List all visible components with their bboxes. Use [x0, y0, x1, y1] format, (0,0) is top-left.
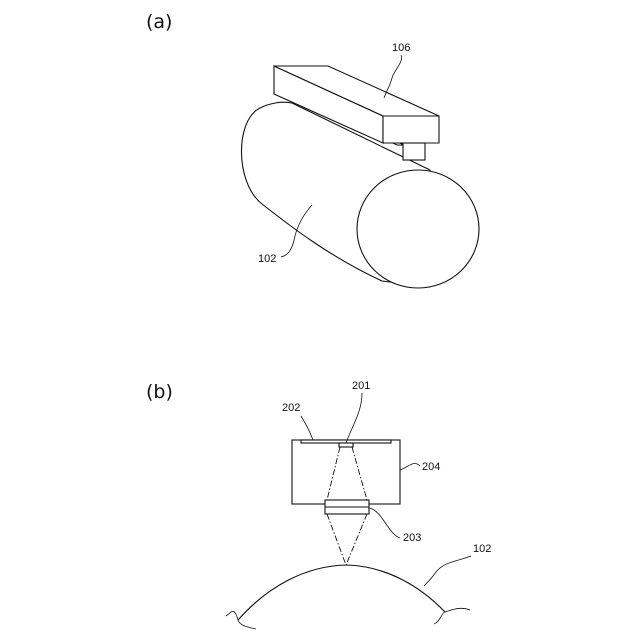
leader-106	[384, 55, 402, 98]
panel-b: (b) 201 202 204 203 102	[146, 380, 491, 629]
head-bar-end	[383, 116, 439, 143]
image-sensor	[339, 443, 353, 447]
roller-surface-arc	[238, 565, 445, 620]
leader-202	[301, 416, 313, 440]
leader-102-b	[424, 556, 471, 586]
panel-b-label: (b)	[146, 381, 173, 403]
head-connector	[403, 143, 425, 160]
leader-204	[400, 463, 420, 470]
ref-201: 201	[352, 380, 370, 392]
roller-end-face	[357, 170, 479, 288]
ref-102-a: 102	[258, 253, 276, 265]
ref-102-b: 102	[473, 543, 491, 555]
leader-201	[346, 393, 362, 443]
ref-204: 204	[422, 461, 440, 473]
roller-arc-left-break	[226, 611, 256, 629]
sensor-housing	[292, 440, 400, 504]
ref-202: 202	[282, 402, 300, 414]
leader-203	[369, 508, 400, 538]
ref-203: 203	[403, 532, 421, 544]
ref-106: 106	[392, 42, 410, 54]
roller-arc-right-break	[434, 608, 470, 624]
panel-a-label: (a)	[146, 11, 172, 33]
panel-a: (a) 106 102	[146, 11, 479, 288]
